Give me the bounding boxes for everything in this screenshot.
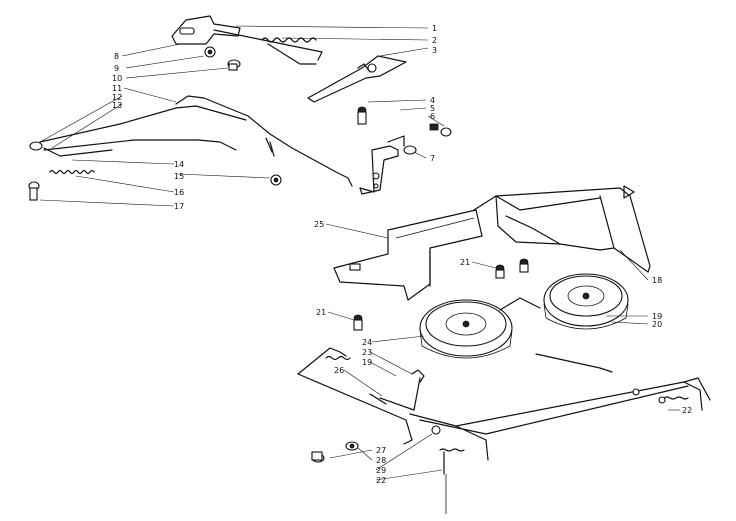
pulley-wheel xyxy=(419,299,513,359)
spring xyxy=(49,169,95,175)
washer xyxy=(345,441,359,451)
callout-19-lower: 19 xyxy=(362,358,372,367)
pivot-bracket xyxy=(359,135,417,195)
callout-27: 27 xyxy=(376,446,386,455)
callout-21-upper: 21 xyxy=(460,258,470,267)
spring xyxy=(261,37,317,65)
callout-10: 10 xyxy=(112,74,122,83)
callout-2: 2 xyxy=(432,36,437,45)
callout-20: 20 xyxy=(652,320,662,329)
callout-5: 5 xyxy=(430,104,435,113)
lever-arm xyxy=(325,355,425,411)
callout-7: 7 xyxy=(430,154,435,163)
callout-14: 14 xyxy=(174,160,184,169)
bolt xyxy=(353,314,363,331)
frame-rail xyxy=(297,347,711,461)
callout-8: 8 xyxy=(114,52,119,61)
callout-22-lower: 22 xyxy=(376,476,386,485)
spring-rod xyxy=(535,353,613,373)
callout-12: 12 xyxy=(112,93,122,102)
bolt xyxy=(357,106,367,125)
callout-19: 19 xyxy=(652,312,662,321)
nut xyxy=(270,174,282,186)
callout-24: 24 xyxy=(362,338,372,347)
pulley-wheel xyxy=(543,273,629,330)
callout-28: 28 xyxy=(376,456,386,465)
callout-4: 4 xyxy=(430,96,435,105)
callout-17: 17 xyxy=(174,202,184,211)
drive-belt xyxy=(499,297,541,311)
callout-16: 16 xyxy=(174,188,184,197)
callout-1: 1 xyxy=(432,24,437,33)
bolt xyxy=(519,258,529,273)
mounting-bracket xyxy=(333,185,651,301)
lever-arm xyxy=(307,55,407,103)
spring xyxy=(439,448,465,475)
callout-25: 25 xyxy=(314,220,324,229)
callout-26: 26 xyxy=(334,366,344,375)
callout-3: 3 xyxy=(432,46,437,55)
callout-22-right: 22 xyxy=(682,406,692,415)
callout-6: 6 xyxy=(430,112,435,121)
bolt xyxy=(495,264,505,279)
callout-9: 9 xyxy=(114,64,119,73)
linkage-rods xyxy=(29,95,353,187)
callout-13: 13 xyxy=(112,101,122,110)
callout-23: 23 xyxy=(362,348,372,357)
callout-21-lower: 21 xyxy=(316,308,326,317)
cable-bracket xyxy=(171,15,323,61)
washer xyxy=(204,46,216,58)
bolt xyxy=(227,59,241,71)
spring xyxy=(658,396,689,404)
bolt xyxy=(311,451,325,463)
bolt xyxy=(429,123,452,137)
bolt xyxy=(28,181,40,201)
callout-labels: 1 2 3 8 9 10 11 12 13 4 5 6 7 14 15 16 1… xyxy=(112,24,692,485)
callout-11: 11 xyxy=(112,84,122,93)
callout-18: 18 xyxy=(652,276,662,285)
callout-29: 29 xyxy=(376,466,386,475)
callout-15: 15 xyxy=(174,172,184,181)
leader-lines xyxy=(39,25,680,481)
